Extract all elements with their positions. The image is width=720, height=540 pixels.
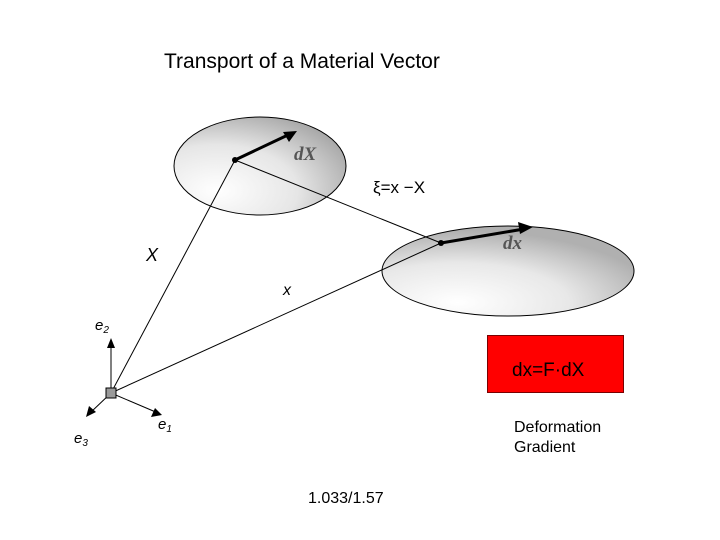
position-vector-x xyxy=(110,242,442,394)
axis-e1 xyxy=(110,392,159,414)
material-vector-dx xyxy=(440,227,525,245)
label-e3: e3 xyxy=(74,430,88,449)
current-body-ellipse xyxy=(381,225,635,317)
axis-e1-arrowhead xyxy=(151,408,162,417)
equation-text: dx=F·dX xyxy=(512,360,585,381)
label-e3-sub: 3 xyxy=(82,438,88,449)
label-x: x xyxy=(283,282,291,299)
displacement-vector-xi xyxy=(234,159,442,244)
label-e2-sub: 2 xyxy=(103,325,109,336)
label-e1: e1 xyxy=(158,416,172,435)
label-X: X xyxy=(146,245,159,265)
origin-marker xyxy=(105,387,117,399)
reference-point xyxy=(232,157,238,163)
label-e1-base: e xyxy=(158,416,167,433)
current-point xyxy=(438,240,444,246)
label-e2-base: e xyxy=(95,317,104,334)
position-vector-X xyxy=(110,159,236,394)
material-vector-dX-arrowhead xyxy=(283,131,297,142)
caption: Deformation Gradient xyxy=(514,418,601,458)
equation-box xyxy=(487,335,624,393)
label-xi-equation: ξ=x −X xyxy=(373,178,426,197)
caption-line-1: Deformation xyxy=(514,419,602,436)
caption-line-2: Gradient xyxy=(514,439,576,456)
footer-course-number: 1.033/1.57 xyxy=(308,490,384,507)
axis-e3-arrowhead xyxy=(86,406,96,417)
label-e2: e2 xyxy=(95,317,109,336)
label-e1-sub: 1 xyxy=(166,424,172,435)
material-vector-dX xyxy=(234,132,291,162)
label-dX: dX xyxy=(294,144,317,165)
reference-body-ellipse xyxy=(173,116,347,216)
axis-e2-arrowhead xyxy=(107,338,115,348)
diagram-title: Transport of a Material Vector xyxy=(164,50,440,73)
material-vector-dx-arrowhead xyxy=(518,222,533,234)
label-dx: dx xyxy=(503,233,522,254)
label-e3-base: e xyxy=(74,430,83,447)
